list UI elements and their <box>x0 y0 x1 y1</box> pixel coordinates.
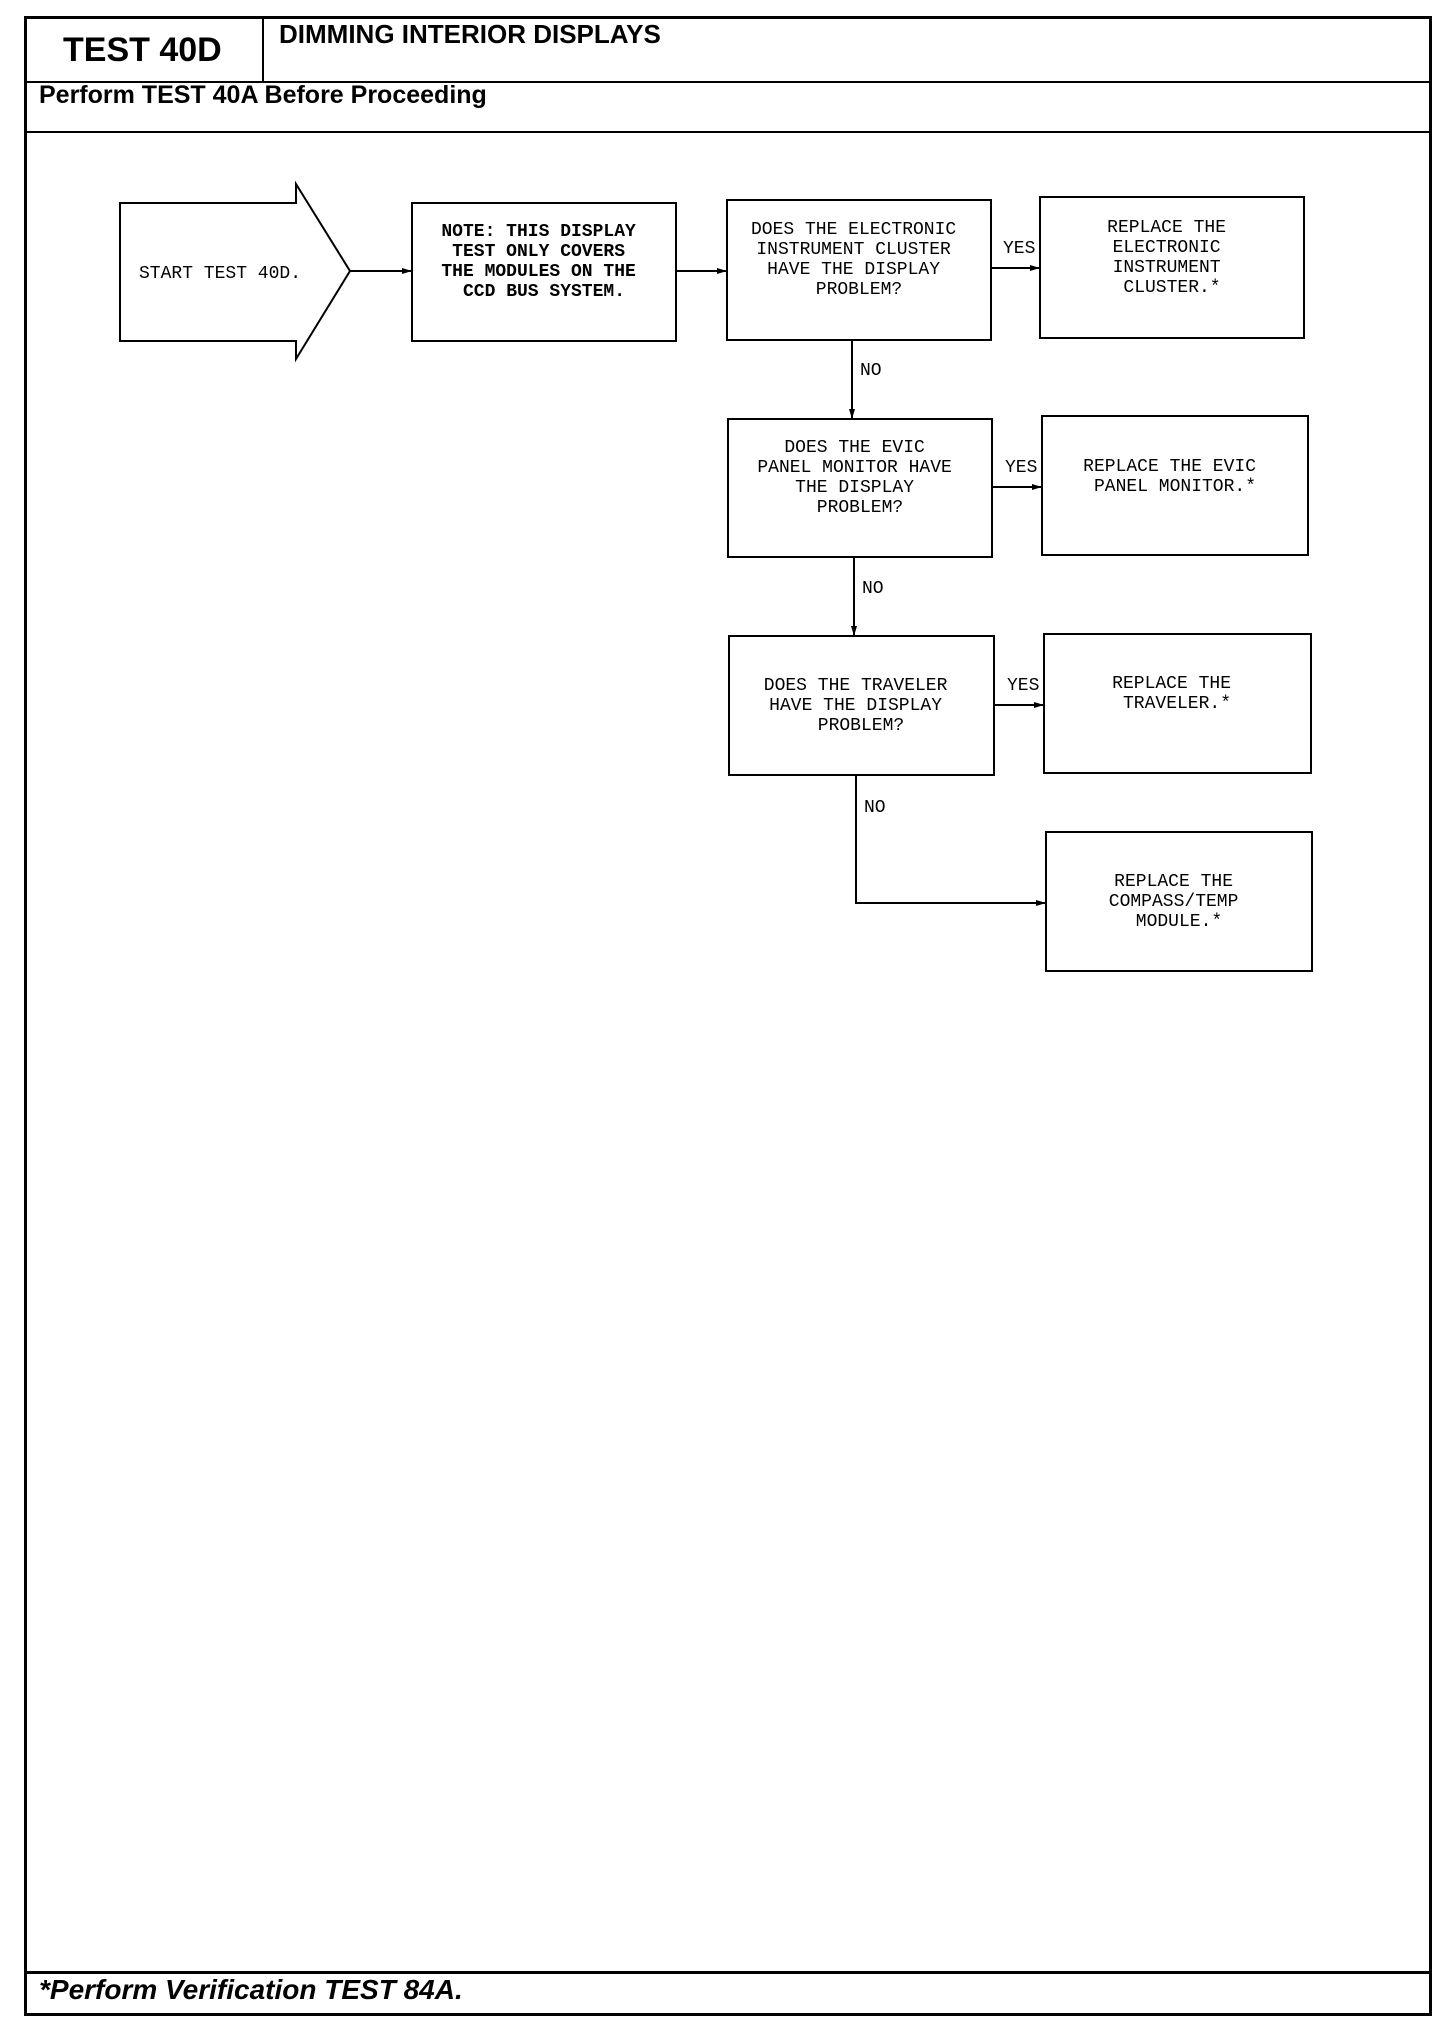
start-node: START TEST 40D. <box>119 180 352 363</box>
no-label-2: NO <box>862 579 884 599</box>
procedure-sheet: TEST 40D DIMMING INTERIOR DISPLAYS Perfo… <box>24 16 1432 2016</box>
action-2-text: REPLACE THE EVIC PANEL MONITOR.* <box>1083 457 1267 497</box>
action-3-text: REPLACE THE TRAVELER.* <box>1112 674 1242 714</box>
action-4-text: REPLACE THE COMPASS/TEMP MODULE.* <box>1109 872 1249 932</box>
note-box: NOTE: THIS DISPLAY TEST ONLY COVERS THE … <box>411 202 677 342</box>
test-title: DIMMING INTERIOR DISPLAYS <box>279 19 661 49</box>
question-3-box: DOES THE TRAVELER HAVE THE DISPLAY PROBL… <box>728 635 995 776</box>
arrow-q3-no <box>855 775 1046 906</box>
no-label-3: NO <box>864 798 886 818</box>
test-id: TEST 40D <box>27 19 264 81</box>
question-3-text: DOES THE TRAVELER HAVE THE DISPLAY PROBL… <box>764 676 958 736</box>
header-row: TEST 40D DIMMING INTERIOR DISPLAYS <box>27 19 1429 83</box>
action-1-text: REPLACE THE ELECTRONIC INSTRUMENT CLUSTE… <box>1107 218 1237 298</box>
yes-label-3: YES <box>1007 676 1039 696</box>
prerequisite-text: Perform TEST 40A Before Proceeding <box>39 81 487 109</box>
no-label-1: NO <box>860 361 882 381</box>
yes-label-2: YES <box>1005 458 1037 478</box>
verification-note: *Perform Verification TEST 84A. <box>39 1974 463 2005</box>
yes-label-1: YES <box>1003 239 1035 259</box>
question-1-box: DOES THE ELECTRONIC INSTRUMENT CLUSTER H… <box>726 199 992 341</box>
action-3-box: REPLACE THE TRAVELER.* <box>1043 633 1312 774</box>
note-text: NOTE: THIS DISPLAY TEST ONLY COVERS THE … <box>441 222 646 302</box>
question-2-text: DOES THE EVIC PANEL MONITOR HAVE THE DIS… <box>757 438 962 518</box>
action-4-box: REPLACE THE COMPASS/TEMP MODULE.* <box>1045 831 1313 972</box>
connectors <box>350 265 1046 906</box>
question-1-text: DOES THE ELECTRONIC INSTRUMENT CLUSTER H… <box>751 220 967 300</box>
prerequisite-row: Perform TEST 40A Before Proceeding <box>27 81 1429 133</box>
question-2-box: DOES THE EVIC PANEL MONITOR HAVE THE DIS… <box>727 418 993 558</box>
start-label: START TEST 40D. <box>139 264 301 284</box>
action-2-box: REPLACE THE EVIC PANEL MONITOR.* <box>1041 415 1309 556</box>
branch-labels: YES YES YES NO NO NO <box>860 239 1039 818</box>
action-1-box: REPLACE THE ELECTRONIC INSTRUMENT CLUSTE… <box>1039 196 1305 339</box>
footer-row: *Perform Verification TEST 84A. <box>27 1971 1429 2016</box>
